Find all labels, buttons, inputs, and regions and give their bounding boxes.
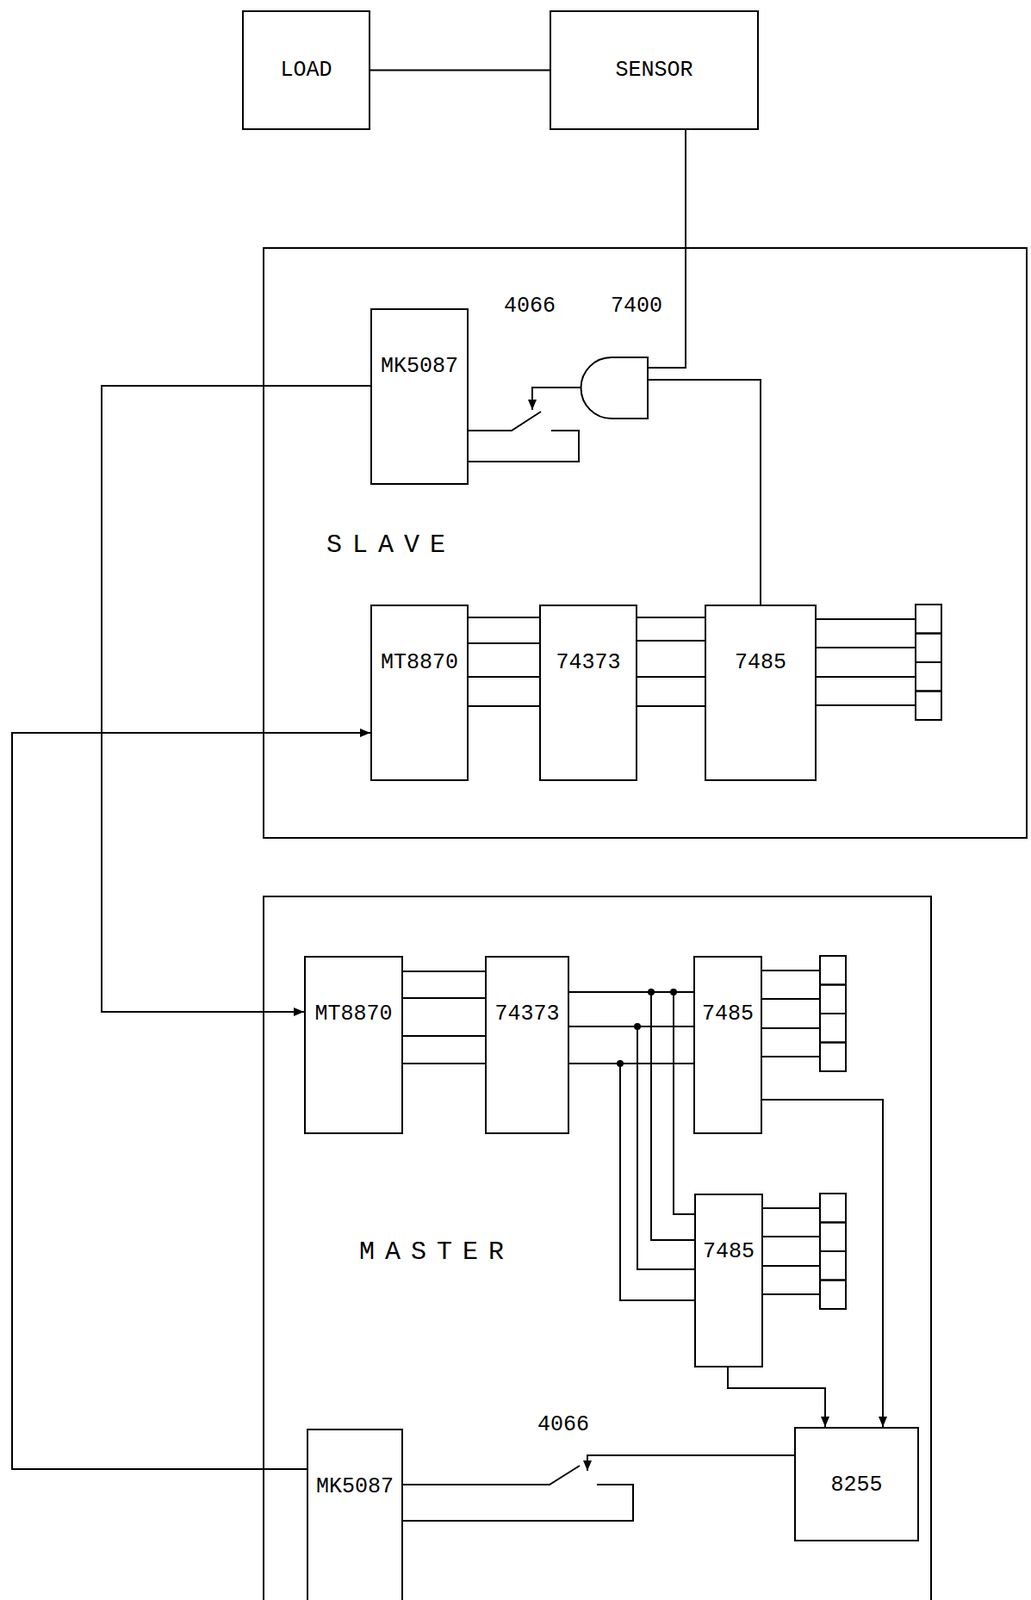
switch-control-arrow: [587, 1455, 795, 1472]
led-indicator: [819, 1043, 846, 1073]
signal-connector: [727, 1367, 826, 1428]
signal-connector: [468, 617, 540, 707]
chip-label: 7485: [734, 650, 787, 677]
board-title: SLAVE: [326, 532, 456, 559]
led-wires: [763, 1208, 820, 1295]
chip-label: MK5087: [380, 354, 459, 380]
chip-box: MK5087: [306, 1428, 404, 1600]
chip-box: 74373: [539, 604, 638, 782]
part-number: 4066: [503, 293, 556, 320]
part-number-holder: 4066: [537, 1412, 590, 1439]
led-indicator: [915, 691, 942, 721]
led-indicator: [819, 1193, 846, 1224]
chip-box: 7485: [693, 956, 763, 1135]
switch-symbol: [468, 411, 579, 462]
switch-symbol: [403, 1465, 634, 1522]
chip-box: MT8870: [304, 956, 404, 1135]
led-indicator: [819, 985, 846, 1015]
board-panel: SLAVE MK5087MT8870 74373 7485: [262, 247, 1028, 839]
signal-connector: [762, 1099, 883, 1428]
chip-label: 74373: [494, 1001, 559, 1028]
gate-control-arrow: [532, 387, 581, 410]
signal-connector: [569, 992, 694, 1064]
chip-box: 8255: [794, 1427, 920, 1542]
compare-wire: [647, 379, 761, 605]
chip-label: SENSOR: [614, 57, 693, 84]
chip-label: LOAD: [279, 57, 332, 84]
board-title: MASTER: [359, 1239, 515, 1266]
and-gate-symbol: [581, 357, 649, 419]
led-indicator: [819, 956, 846, 986]
part-number-holder: 7400: [610, 293, 663, 320]
chip-box: 74373: [484, 956, 570, 1135]
chip-box: MT8870: [370, 604, 469, 782]
chip-label: 74373: [555, 650, 621, 677]
sensor-wire: [647, 130, 686, 368]
chip-label: MT8870: [380, 650, 459, 677]
signal-connector: [569, 992, 695, 1301]
chip-label: MT8870: [314, 1001, 392, 1028]
signal-connector: [12, 732, 371, 1470]
chip-box: LOAD: [242, 10, 371, 131]
part-number: 4066: [537, 1412, 590, 1439]
chip-label: MK5087: [316, 1474, 394, 1501]
led-indicator: [819, 1013, 846, 1044]
led-wires: [762, 970, 820, 1057]
chip-label: 7485: [702, 1239, 755, 1266]
chip-box: SENSOR: [549, 10, 759, 131]
chip-label: 7485: [701, 1001, 754, 1028]
chip-label: 8255: [830, 1472, 882, 1499]
led-wires: [816, 619, 916, 706]
signal-connector: [637, 617, 705, 707]
led-indicator: [819, 1251, 846, 1281]
led-indicator: [915, 662, 942, 692]
chip-box: 7485: [694, 1193, 764, 1368]
led-indicator: [915, 633, 942, 664]
board-panel: MASTER MT8870 74373 7485 7485MK5087 8255: [262, 895, 932, 1600]
signal-connector: [403, 971, 485, 1064]
led-indicator: [915, 604, 942, 634]
signal-connector: [370, 69, 550, 72]
led-indicator: [819, 1280, 846, 1311]
signal-connector: [101, 385, 371, 1013]
part-number: 7400: [610, 293, 663, 320]
chip-box: 7485: [704, 604, 817, 782]
led-indicator: [819, 1223, 846, 1253]
chip-box: MK5087: [370, 308, 469, 485]
part-number-holder: 4066: [503, 293, 556, 320]
